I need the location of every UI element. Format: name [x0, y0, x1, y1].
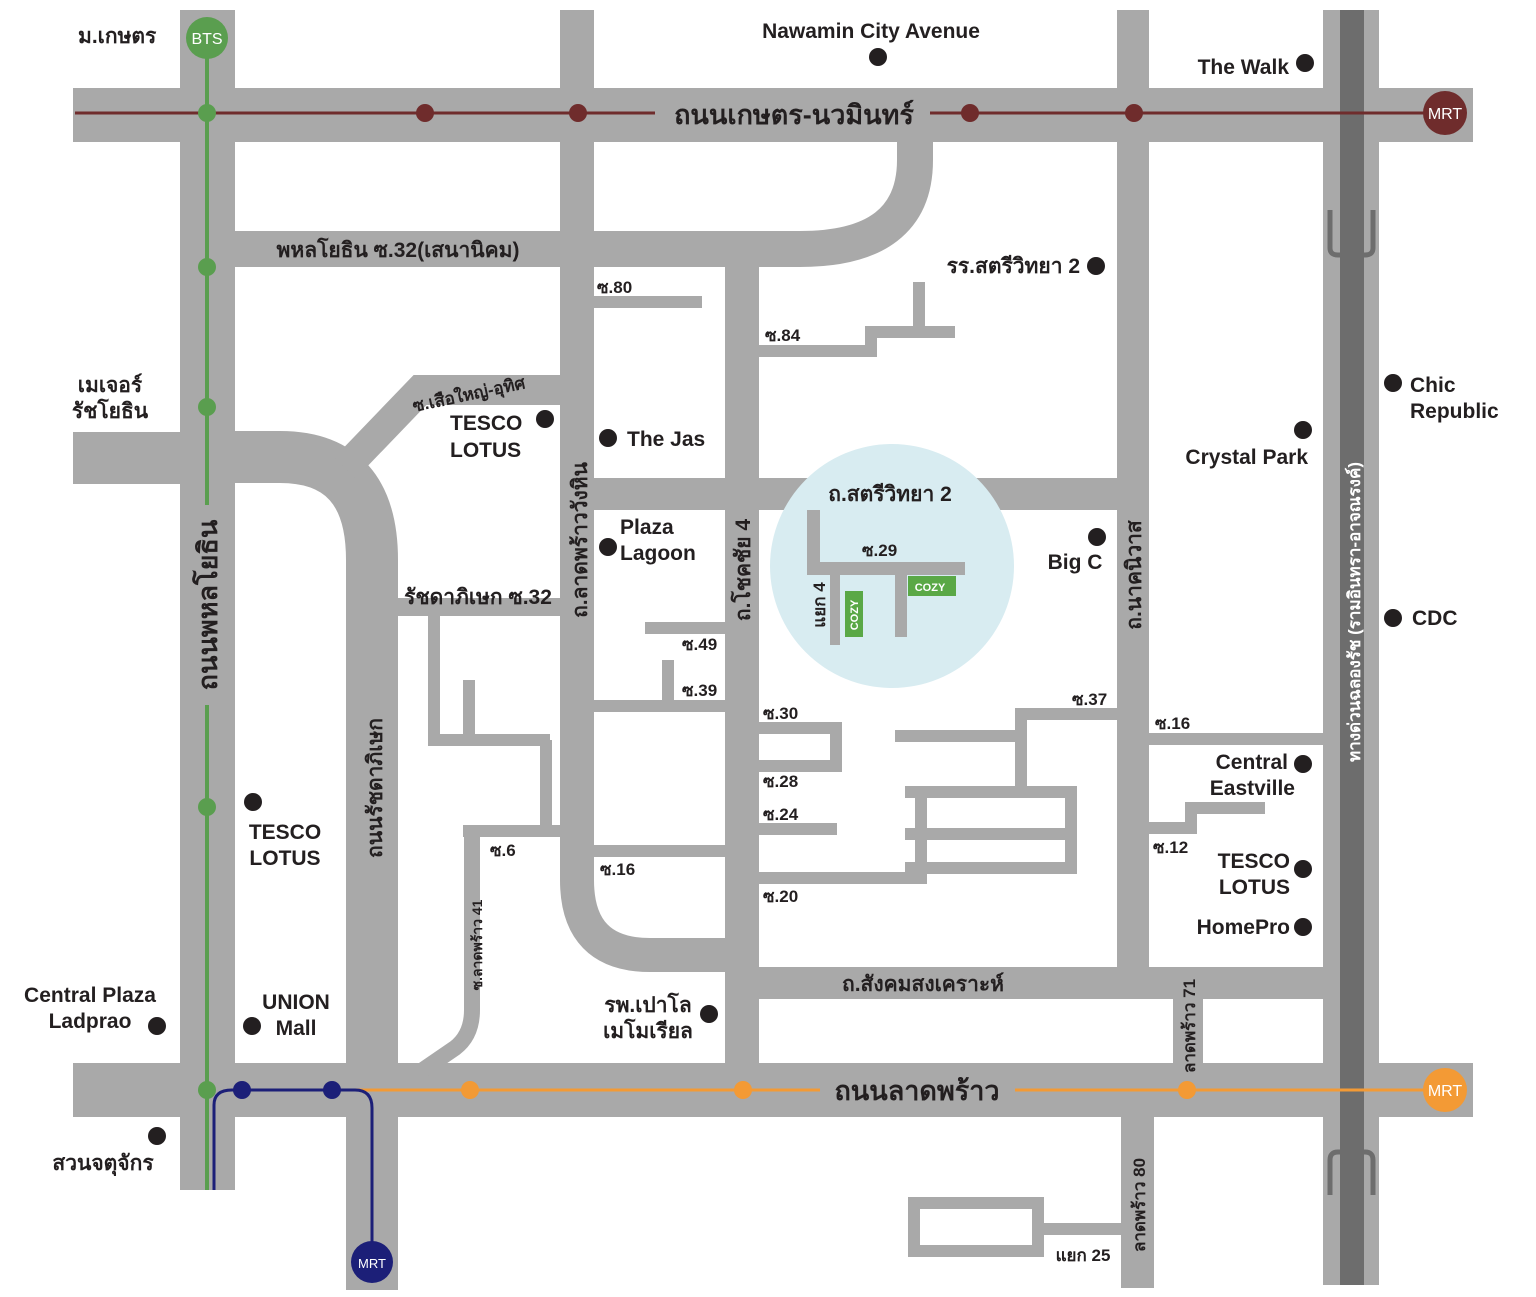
label-soi-24: ซ.24: [763, 805, 799, 824]
landmark-chic-a: Chic: [1410, 374, 1456, 397]
landmark-tesco2-a: TESCO: [249, 821, 321, 844]
mrt-brown-label: MRT: [1428, 106, 1463, 123]
label-soi-6: ซ.6: [490, 841, 516, 860]
road-ladprao80: [1121, 1110, 1154, 1288]
road-ladprao-wanghin: [560, 10, 740, 972]
road-ladprao71: [1173, 995, 1203, 1070]
landmark-chic-b: Republic: [1410, 400, 1499, 423]
cozy-badge-1: [845, 591, 863, 637]
landmark-central-east-a: Central: [1216, 751, 1288, 774]
mrt-orange-stops: [461, 1081, 1196, 1099]
road-phahon32: [233, 140, 933, 267]
landmark-plaza-b: Lagoon: [620, 542, 696, 565]
landmark-nawamin-city: Nawamin City Avenue: [762, 20, 980, 43]
label-ladprao: ถนนลาดพร้าว: [834, 1076, 999, 1106]
landmark-central-east-b: Eastville: [1210, 777, 1295, 800]
minor-sois: [428, 282, 1325, 884]
label-yaek25: แยก 25: [1056, 1246, 1111, 1265]
landmark-kaset-univ: ม.เกษตร: [78, 25, 157, 48]
landmark-satri-school: รร.สตรีวิทยา 2: [947, 254, 1080, 278]
project-area: [770, 444, 1014, 688]
landmark-cdc: CDC: [1412, 607, 1458, 630]
road-ratchadaphisek: [233, 431, 398, 1290]
label-yaek4: แยก 4: [810, 582, 829, 628]
mrt-brown-stops: [416, 104, 1143, 122]
road-suea-yai: [334, 375, 580, 479]
bts-terminal: [186, 17, 228, 59]
road-ratchada32: [372, 598, 577, 616]
road-sangkhom: [740, 967, 1330, 999]
landmark-the-walk: The Walk: [1198, 56, 1290, 79]
mrt-blue-line: [212, 1088, 374, 1260]
road-network: [73, 10, 1473, 1290]
cozy-label-1: COZY: [849, 599, 861, 630]
label-phahonyothin: ถนนพหลโยธิน: [191, 519, 223, 690]
landmark-major-1: เมเจอร์: [78, 373, 143, 397]
landmark-dots: [148, 48, 1402, 1145]
label-soi-80: ซ.80: [597, 278, 632, 297]
landmark-major-2: รัชโยธิน: [72, 398, 149, 423]
label-ladprao41: ซ.ลาดพร้าว 41: [469, 899, 485, 990]
label-soi-28: ซ.28: [763, 772, 798, 791]
expressway-ramp-top: [1327, 210, 1376, 258]
label-soi-12: ซ.12: [1153, 838, 1188, 857]
mrt-blue-stops: [233, 1081, 341, 1099]
label-sangkhom: ถ.สังคมสงเคราะห์: [842, 972, 1004, 996]
bts-label: BTS: [191, 31, 222, 48]
label-soi-29: ซ.29: [862, 541, 897, 560]
landmark-bigc: Big C: [1048, 551, 1103, 574]
landmark-tesco1-b: LOTUS: [450, 439, 521, 462]
label-nakniwat: ถ.นาคนิวาส: [1123, 520, 1146, 630]
road-ladprao41: [415, 830, 480, 1079]
landmark-homepro: HomePro: [1197, 916, 1290, 939]
label-phahon32: พหลโยธิน ซ.32(เสนานิคม): [277, 237, 520, 262]
label-ratchadaphisek: ถนนรัชดาภิเษก: [364, 718, 387, 858]
label-soi-20: ซ.20: [763, 887, 798, 906]
mrt-blue-label: MRT: [358, 1256, 386, 1271]
landmark-tesco1-a: TESCO: [450, 412, 522, 435]
label-soi-16b: ซ.16: [1155, 714, 1190, 733]
mrt-brown-terminal: [1423, 91, 1467, 135]
landmark-tesco3-a: TESCO: [1218, 850, 1290, 873]
bts-stops: [198, 104, 216, 1099]
label-soi-49: ซ.49: [682, 635, 717, 654]
landmark-paolo-a: รพ.เปาโล: [604, 992, 691, 1017]
road-ladprao80-branch: [1040, 1223, 1125, 1235]
landmark-paolo-b: เมโมเรียล: [603, 1018, 693, 1043]
label-ladprao-wanghin: ถ.ลาดพร้าววังหิน: [568, 461, 592, 617]
cozy-badge-2: [908, 576, 956, 596]
road-chokchai4: [725, 240, 759, 1070]
landmark-central-plaza-b: Ladprao: [49, 1010, 132, 1033]
label-soi-16a: ซ.16: [600, 860, 635, 879]
label-soi-37: ซ.37: [1072, 690, 1107, 709]
label-soi-39: ซ.39: [682, 681, 717, 700]
road-nakniwat: [1117, 10, 1149, 970]
landmark-union-a: UNION: [262, 991, 330, 1014]
label-kaset-nawamin: ถนนเกษตร-นวมินทร์: [674, 99, 914, 130]
landmark-the-jas: The Jas: [627, 428, 705, 451]
landmark-crystal: Crystal Park: [1185, 446, 1308, 469]
label-soi-84: ซ.84: [765, 326, 801, 345]
mrt-blue-terminal: [351, 1241, 393, 1283]
mrt-orange-label: MRT: [1428, 1083, 1463, 1100]
expressway-ramp-bottom: [1327, 1149, 1376, 1195]
label-soi-30: ซ.30: [763, 704, 798, 723]
cozy-label-2: COZY: [915, 582, 946, 594]
label-expressway: ทางด่วนฉลองรัช (รามอินทรา-อาจณรงค์): [1344, 462, 1364, 762]
landmark-plaza-a: Plaza: [620, 516, 674, 539]
landmark-central-plaza-a: Central Plaza: [24, 984, 156, 1007]
label-ladprao71: ลาดพร้าว 71: [1180, 979, 1199, 1073]
road-yaek25-loop: [908, 1197, 1044, 1257]
label-satri-witthaya2: ถ.สตรีวิทยา 2: [828, 482, 952, 506]
landmark-tesco2-b: LOTUS: [249, 847, 320, 870]
label-ladprao80: ลาดพร้าว 80: [1130, 1158, 1149, 1252]
road-expressway-inner: [1340, 10, 1364, 1285]
landmark-chatuchak: สวนจตุจักร: [52, 1152, 154, 1177]
label-chokchai4: ถ.โชคชัย 4: [730, 519, 755, 622]
landmark-tesco3-b: LOTUS: [1219, 876, 1290, 899]
mrt-orange-terminal: [1423, 1068, 1467, 1112]
label-ratchada32: รัชดาภิเษก ซ.32: [404, 586, 552, 609]
landmark-union-b: Mall: [276, 1017, 317, 1040]
